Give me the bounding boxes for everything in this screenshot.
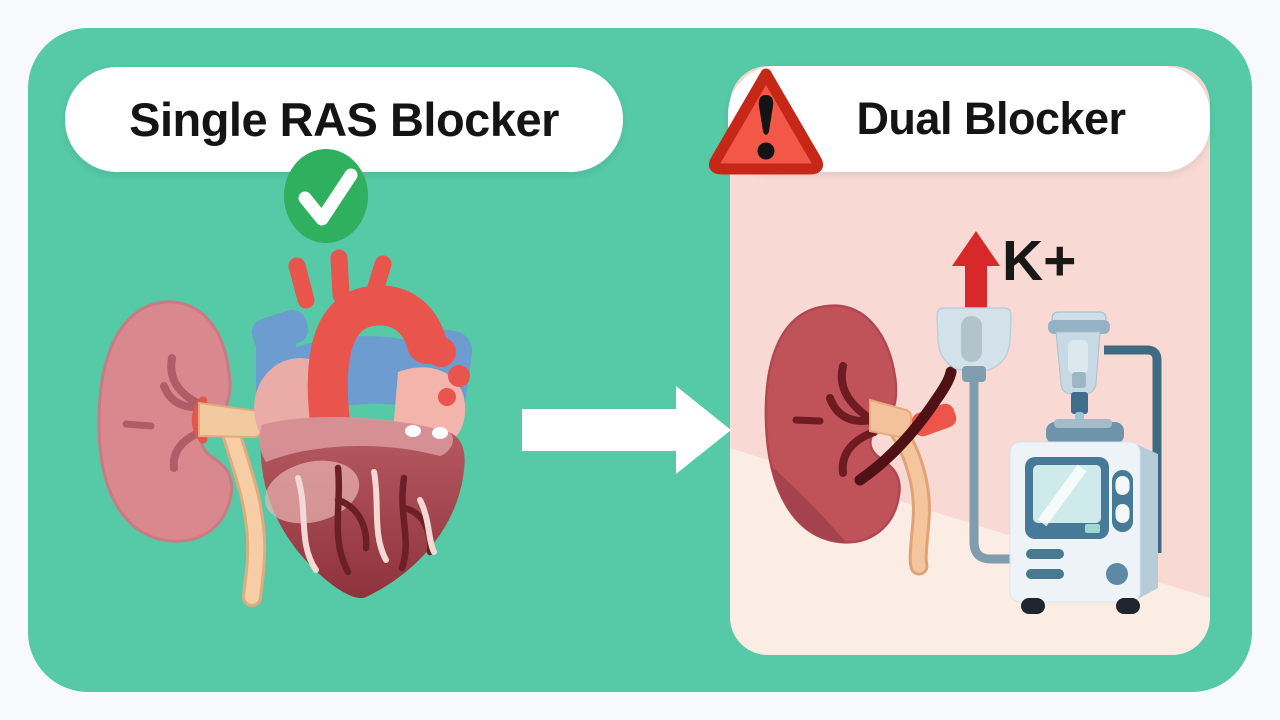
- check-circle-icon: [284, 149, 368, 243]
- right-title-pill: Dual Blocker: [728, 66, 1210, 172]
- left-title: Single RAS Blocker: [129, 93, 559, 146]
- right-title: Dual Blocker: [856, 93, 1126, 144]
- warning-triangle-icon: [709, 68, 823, 175]
- potassium-label: K+: [1002, 229, 1077, 293]
